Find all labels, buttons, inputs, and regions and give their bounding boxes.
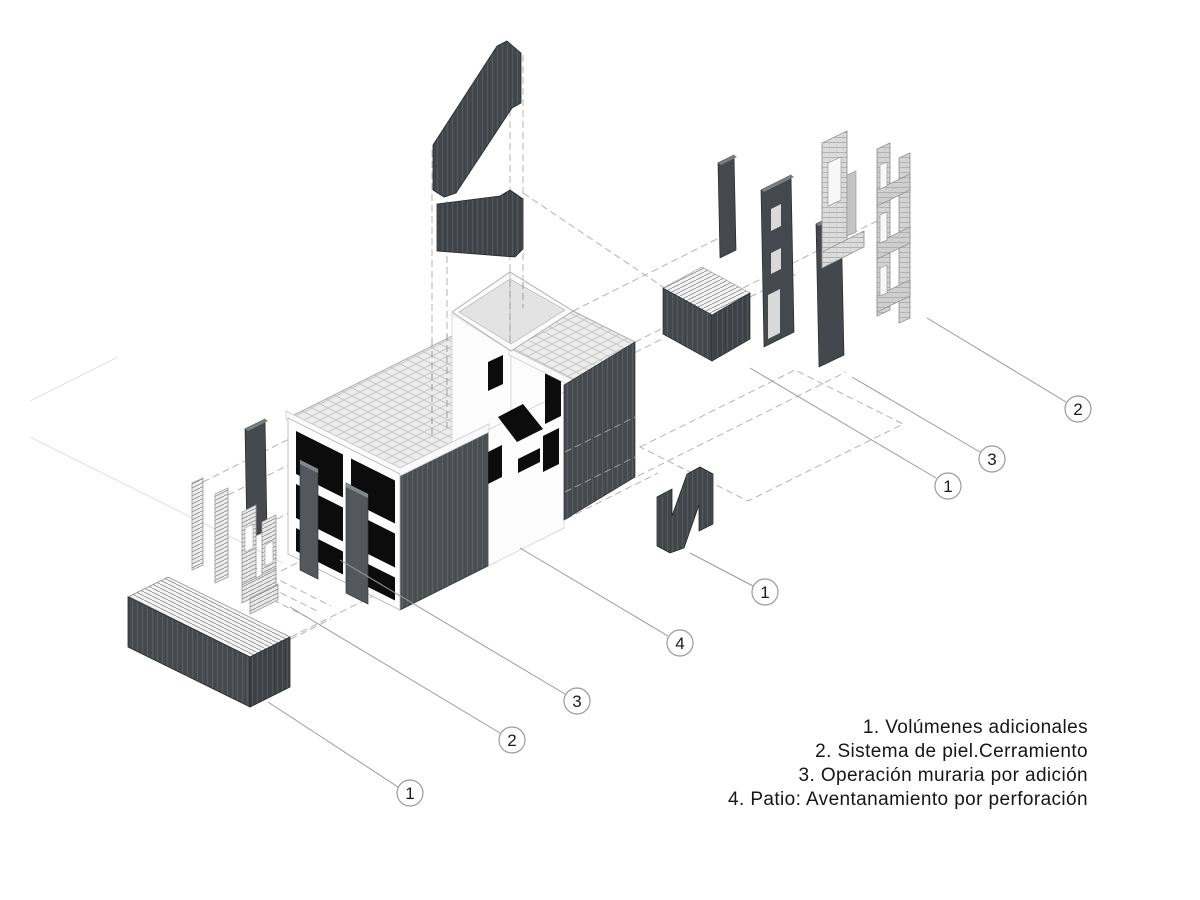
- ramp-volume-lower: [436, 189, 524, 258]
- callout-group: 1 2 3 4 1 1 3 2: [396, 395, 1092, 807]
- callout-number: 3: [572, 692, 581, 711]
- callout-number: 4: [675, 634, 684, 653]
- callout-number: 2: [1073, 400, 1082, 419]
- callout-number: 2: [507, 731, 516, 750]
- left-exploded-group: [127, 418, 291, 708]
- callout-circle: [1064, 395, 1092, 423]
- ground-reference-lines: [29, 356, 284, 564]
- legend-item-1: 1. Volúmenes adicionales: [862, 717, 1088, 738]
- callout-circle: [666, 629, 694, 657]
- callout-number: 1: [760, 583, 769, 602]
- roof-fascia-front: [285, 410, 490, 477]
- skin-panels-right: [821, 130, 911, 324]
- courtyard-roof-frame: [451, 271, 574, 352]
- callout-number: 3: [987, 450, 996, 469]
- skin-panels-left: [191, 477, 229, 584]
- courtyard-windows: [486, 355, 561, 485]
- wall-panel-thin: [717, 154, 737, 259]
- callout-circle: [978, 445, 1006, 473]
- projection-dashed-overlay: [431, 280, 636, 493]
- legend-item-3: 3. Operación muraria por adición: [798, 765, 1088, 786]
- callout-circle: [563, 687, 591, 715]
- front-facade: [287, 417, 401, 611]
- callout-number: 1: [405, 784, 414, 803]
- legend-item-4: 4. Patio: Aventanamiento por perforación: [728, 789, 1088, 810]
- zigzag-volume: [656, 466, 714, 554]
- main-building: [285, 271, 636, 611]
- callout-circle: [934, 472, 962, 500]
- ramp-volume-upper: [432, 40, 522, 198]
- wall-panel-with-openings: [760, 174, 795, 348]
- striped-cube-volume: [662, 266, 751, 362]
- right-exploded-group: [662, 130, 911, 368]
- callout-circle: [498, 726, 526, 754]
- callout-number: 1: [943, 477, 952, 496]
- callout-circle: [396, 779, 424, 807]
- legend: 1. Volúmenes adicionales 2. Sistema de p…: [728, 716, 1088, 812]
- callout-circle: [751, 578, 779, 606]
- leader-lines: [267, 317, 1067, 788]
- skin-panels-left-notched: [241, 504, 279, 615]
- legend-item-2: 2. Sistema de piel.Cerramiento: [815, 741, 1088, 762]
